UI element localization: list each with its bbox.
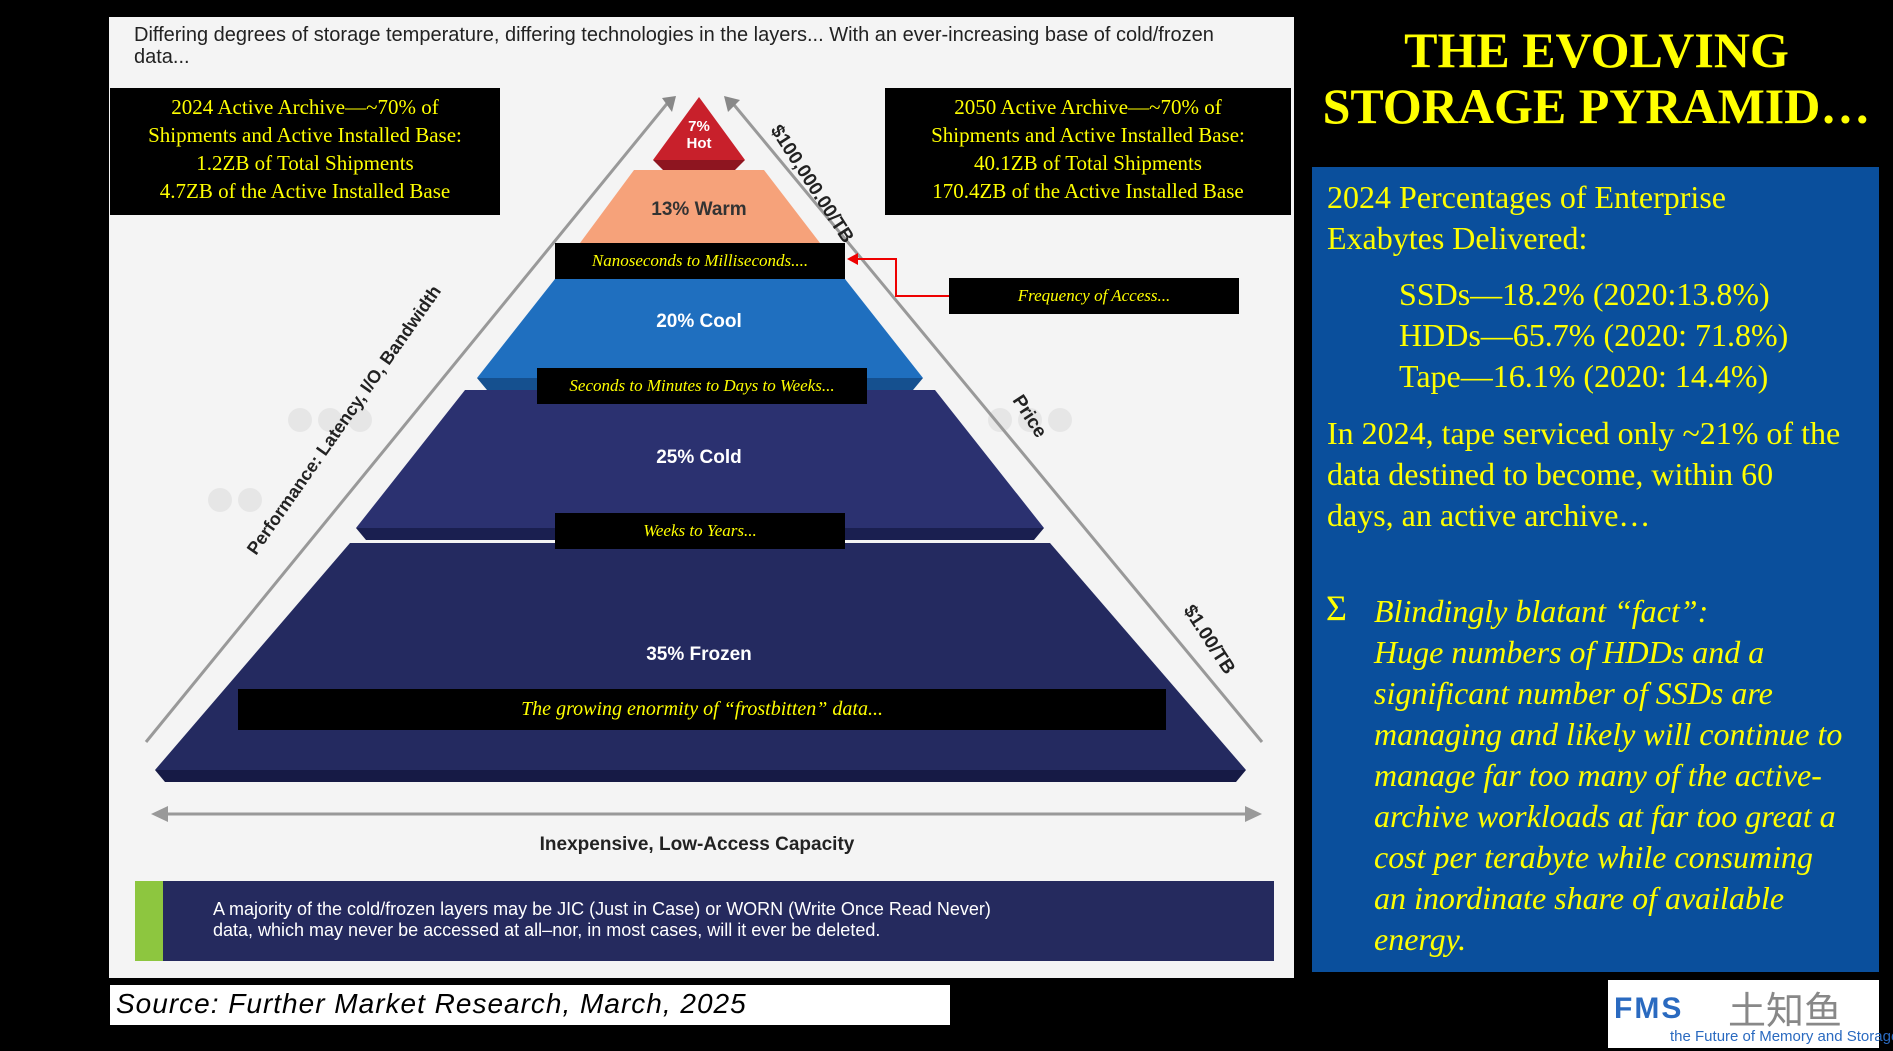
stat-ssd: SSDs—18.2% (2020:13.8%) bbox=[1399, 276, 1770, 312]
title-line: THE EVOLVING bbox=[1404, 22, 1789, 78]
layer-warm bbox=[580, 170, 820, 243]
cold-label: 25% Cold bbox=[656, 447, 742, 468]
price-axis-line bbox=[728, 99, 1264, 743]
summary-panel: 2024 Percentages of Enterprise Exabytes … bbox=[1312, 167, 1879, 972]
access-time-cold: Weeks to Years... bbox=[555, 513, 845, 549]
watermark: 土知鱼 bbox=[1728, 991, 1843, 1033]
access-time-cool: Seconds to Minutes to Days to Weeks... bbox=[537, 368, 867, 404]
frozen-label: 35% Frozen bbox=[646, 644, 752, 665]
box-2050-active-archive: 2050 Active Archive—~70% of Shipments and… bbox=[885, 88, 1291, 215]
box-2024-active-archive: 2024 Active Archive—~70% of Shipments and… bbox=[110, 88, 500, 215]
tape-text: data destined to become, within 60 bbox=[1327, 456, 1774, 492]
slide-title: THE EVOLVING STORAGE PYRAMID… bbox=[1300, 22, 1893, 134]
tape-text: In 2024, tape serviced only ~21% of the bbox=[1327, 415, 1841, 451]
price-label: Price bbox=[1008, 391, 1051, 441]
intro-text: Differing degrees of storage temperature… bbox=[134, 24, 1214, 68]
frequency-of-access-label: Frequency of Access... bbox=[949, 278, 1239, 314]
note-line: data, which may never be accessed at all… bbox=[213, 920, 881, 940]
tape-text: days, an active archive… bbox=[1327, 497, 1651, 533]
logo-tagline: the Future of Memory and Storage bbox=[1670, 1028, 1893, 1045]
arrow-right-icon bbox=[1245, 806, 1262, 822]
price-bottom-label: $1.00/TB bbox=[1179, 601, 1239, 678]
capacity-label: Inexpensive, Low-Access Capacity bbox=[540, 834, 855, 855]
line: Shipments and Active Installed Base: bbox=[931, 123, 1245, 147]
hot-pct: 7% bbox=[688, 118, 710, 135]
layer-hot bbox=[653, 97, 745, 160]
sigma-bullet-icon: Σ bbox=[1326, 588, 1347, 628]
line: 40.1ZB of Total Shipments bbox=[974, 151, 1202, 175]
fact-line: Huge numbers of HDDs and a bbox=[1374, 634, 1765, 670]
line: 4.7ZB of the Active Installed Base bbox=[159, 179, 451, 203]
arrow-left-icon bbox=[151, 806, 168, 822]
fact-line: Blindingly blatant “fact”: bbox=[1374, 593, 1709, 629]
heading: 2024 Percentages of Enterprise bbox=[1327, 179, 1726, 215]
fact-line: managing and likely will continue to bbox=[1374, 716, 1843, 752]
fms-logo: FMS 土知鱼 the Future of Memory and Storage bbox=[1608, 980, 1893, 1048]
warm-label: 13% Warm bbox=[651, 199, 746, 220]
stat-hdd: HDDs—65.7% (2020: 71.8%) bbox=[1399, 317, 1789, 353]
fact-line: an inordinate share of available bbox=[1374, 880, 1785, 916]
layer-hot-edge bbox=[653, 160, 745, 170]
frequency-arrow bbox=[855, 258, 949, 297]
fact-line: archive workloads at far too great a bbox=[1374, 798, 1836, 834]
title-line: STORAGE PYRAMID… bbox=[1322, 78, 1871, 134]
line: 2024 Active Archive—~70% of bbox=[171, 95, 439, 119]
frozen-note: The growing enormity of “frostbitten” da… bbox=[238, 689, 1166, 730]
access-time-hot-warm: Nanoseconds to Milliseconds.... bbox=[555, 243, 845, 279]
note-accent-bar bbox=[135, 881, 163, 961]
line: 2050 Active Archive—~70% of bbox=[954, 95, 1222, 119]
cool-label: 20% Cool bbox=[656, 311, 742, 332]
logo-brand: FMS bbox=[1614, 992, 1684, 1025]
fact-line: energy. bbox=[1374, 921, 1467, 957]
fact-line: cost per terabyte while consuming bbox=[1374, 839, 1814, 875]
line: Shipments and Active Installed Base: bbox=[148, 123, 462, 147]
line: 1.2ZB of Total Shipments bbox=[196, 151, 414, 175]
stat-tape: Tape—16.1% (2020: 14.4%) bbox=[1399, 358, 1769, 394]
layer-cool bbox=[477, 279, 923, 378]
frequency-arrowhead-icon bbox=[847, 253, 858, 265]
layer-frozen-edge bbox=[155, 770, 1246, 782]
price-arrowhead-icon bbox=[724, 96, 740, 112]
heading: Exabytes Delivered: bbox=[1327, 220, 1588, 256]
note-line: A majority of the cold/frozen layers may… bbox=[213, 899, 991, 919]
layer-cold bbox=[356, 390, 1044, 528]
performance-arrowhead-icon bbox=[662, 96, 676, 112]
fact-line: significant number of SSDs are bbox=[1374, 675, 1773, 711]
jic-worn-note: A majority of the cold/frozen layers may… bbox=[135, 881, 1274, 961]
hot-label: Hot bbox=[687, 135, 712, 152]
line: 170.4ZB of the Active Installed Base bbox=[932, 179, 1244, 203]
source-citation: Source: Further Market Research, March, … bbox=[110, 985, 950, 1025]
performance-axis-line bbox=[144, 99, 672, 743]
fact-line: manage far too many of the active- bbox=[1374, 757, 1822, 793]
